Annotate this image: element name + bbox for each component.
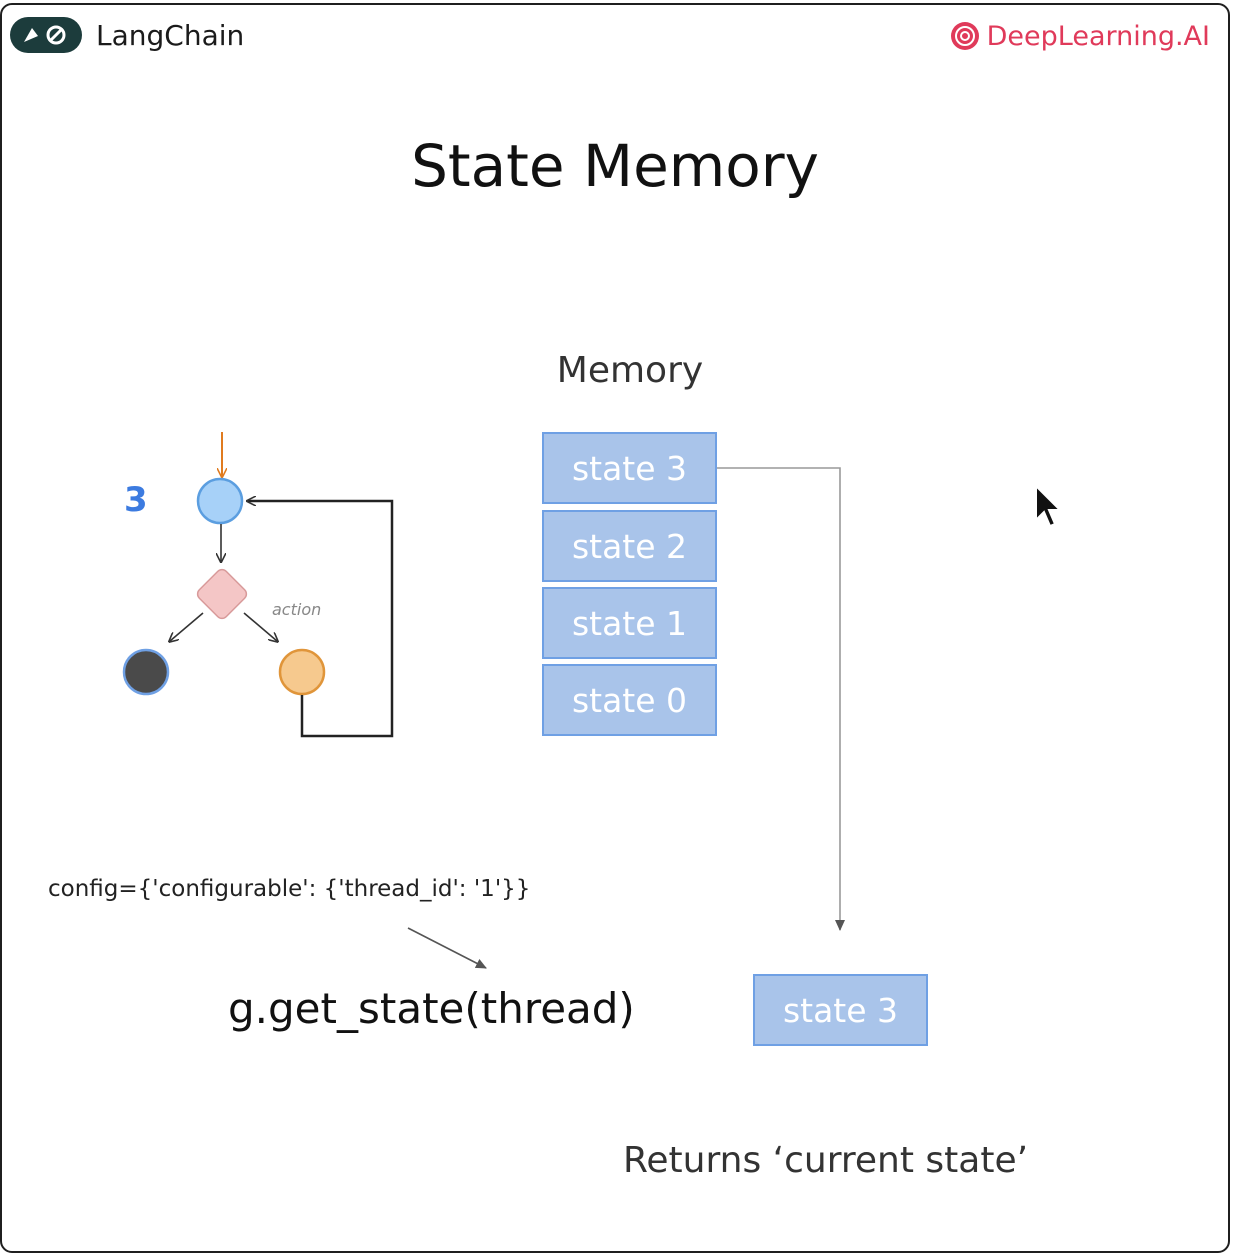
get-state-call: g.get_state(thread) — [228, 984, 635, 1033]
memory-state-3: state 3 — [542, 432, 717, 504]
decision-to-end-edge — [170, 612, 204, 641]
action-node — [278, 648, 326, 696]
deeplearning-brand: DeepLearning.AI — [949, 20, 1210, 52]
langchain-brand: LangChain — [10, 17, 244, 53]
returns-caption: Returns ‘current state’ — [623, 1140, 1029, 1181]
decision-to-action-edge — [243, 612, 277, 641]
decision-node — [196, 568, 248, 620]
result-state: state 3 — [753, 974, 928, 1046]
deeplearning-brand-name: DeepLearning.AI — [986, 20, 1210, 52]
memory-state-2: state 2 — [542, 510, 717, 582]
start-node — [196, 477, 244, 525]
loop-back-edge — [248, 501, 394, 738]
memory-label: Memory — [556, 350, 704, 391]
slide-title: State Memory — [411, 132, 819, 200]
end-node — [122, 648, 170, 696]
mouse-cursor-icon — [1035, 484, 1063, 528]
langchain-brand-name: LangChain — [96, 18, 245, 52]
edge-label-action: action — [272, 600, 322, 619]
memory-to-result-connector — [717, 467, 845, 931]
memory-state-1: state 1 — [542, 587, 717, 659]
langchain-logo-icon — [10, 17, 82, 53]
config-to-call-arrow — [407, 927, 487, 969]
step-number: 3 — [124, 480, 148, 520]
deeplearning-logo-icon — [950, 22, 979, 50]
config-code: config={'configurable': {'thread_id': '1… — [48, 876, 531, 902]
memory-state-0: state 0 — [542, 664, 717, 736]
